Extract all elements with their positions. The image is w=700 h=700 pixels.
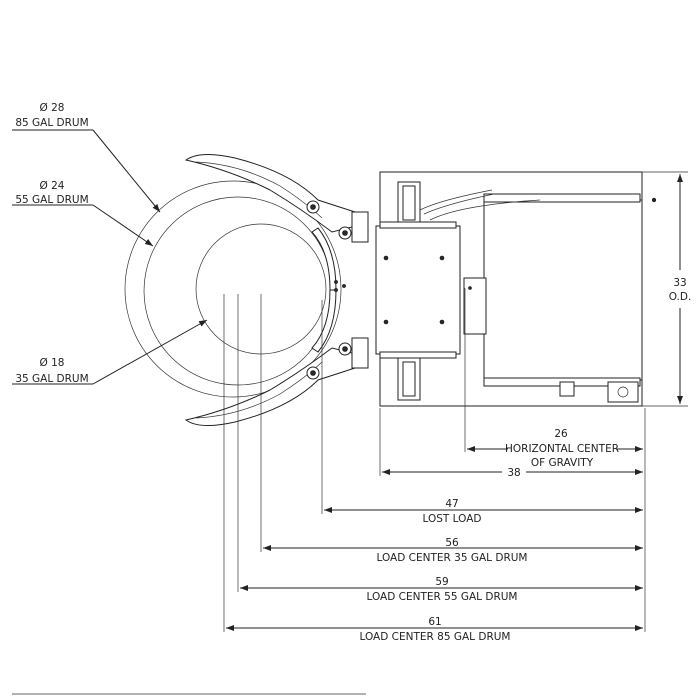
hydraulic-tank [483, 199, 643, 381]
upper-clamp-arm [184, 154, 357, 233]
upper-pad [311, 227, 337, 291]
od-dimension: 33 O.D. [642, 171, 692, 407]
drum-85-diameter: Ø 28 [40, 102, 65, 114]
dim-lost-load-label: LOST LOAD [423, 513, 482, 525]
drum-35-diameter: Ø 18 [40, 357, 65, 369]
drum-55-label: 55 GAL DRUM [15, 194, 88, 206]
od-value: 33 [673, 277, 686, 289]
dim-38-value: 38 [507, 467, 520, 479]
drum-35-label: 35 GAL DRUM [15, 373, 88, 385]
dim-lost-load-value: 47 [445, 498, 458, 510]
dim-cog-label: HORIZONTAL CENTER [505, 443, 619, 455]
dim-lc35-value: 56 [445, 537, 459, 549]
lower-pad [311, 289, 337, 353]
dim-lc85-label: LOAD CENTER 85 GAL DRUM [360, 631, 511, 643]
dim-lc85-value: 61 [428, 616, 441, 628]
drum-55-diameter: Ø 24 [40, 180, 65, 192]
od-unit: O.D. [669, 291, 692, 303]
drum-callouts: Ø 28 85 GAL DRUM Ø 24 55 GAL DRUM Ø 18 3… [12, 102, 208, 385]
dim-lc55-label: LOAD CENTER 55 GAL DRUM [367, 591, 518, 603]
valve-block [375, 225, 461, 355]
control-box [607, 381, 639, 403]
dim-cog-value: 26 [554, 428, 568, 440]
dim-lc35-label: LOAD CENTER 35 GAL DRUM [377, 552, 528, 564]
machine-body [375, 171, 657, 407]
dim-cog-label-2: OF GRAVITY [531, 457, 594, 469]
drum-85-circle [124, 180, 342, 398]
lower-clamp-arm [184, 347, 357, 426]
horizontal-dimensions: 26 HORIZONTAL CENTER OF GRAVITY 38 47 LO… [223, 288, 646, 643]
drum-85-label: 85 GAL DRUM [15, 117, 88, 129]
clamp-arms [184, 154, 369, 426]
dim-lc55-value: 59 [435, 576, 448, 588]
